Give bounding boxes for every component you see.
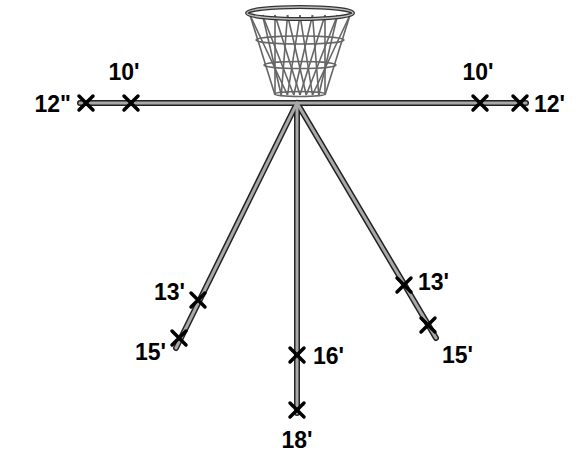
distance-label: 15' [441,344,474,367]
spot-marks [79,96,527,417]
shot-lines [80,103,526,413]
distance-label: 13' [417,271,450,294]
distance-label: 12" [34,93,73,116]
distance-label: 15' [134,341,167,364]
distance-label: 18' [280,429,313,452]
distance-label: 10' [461,61,494,84]
basketball-rim [247,7,353,19]
distance-label: 16' [312,345,345,368]
basketball-net [250,15,350,97]
distance-label: 10' [107,61,140,84]
distance-label: 12' [533,93,566,116]
distance-label: 13' [153,281,186,304]
